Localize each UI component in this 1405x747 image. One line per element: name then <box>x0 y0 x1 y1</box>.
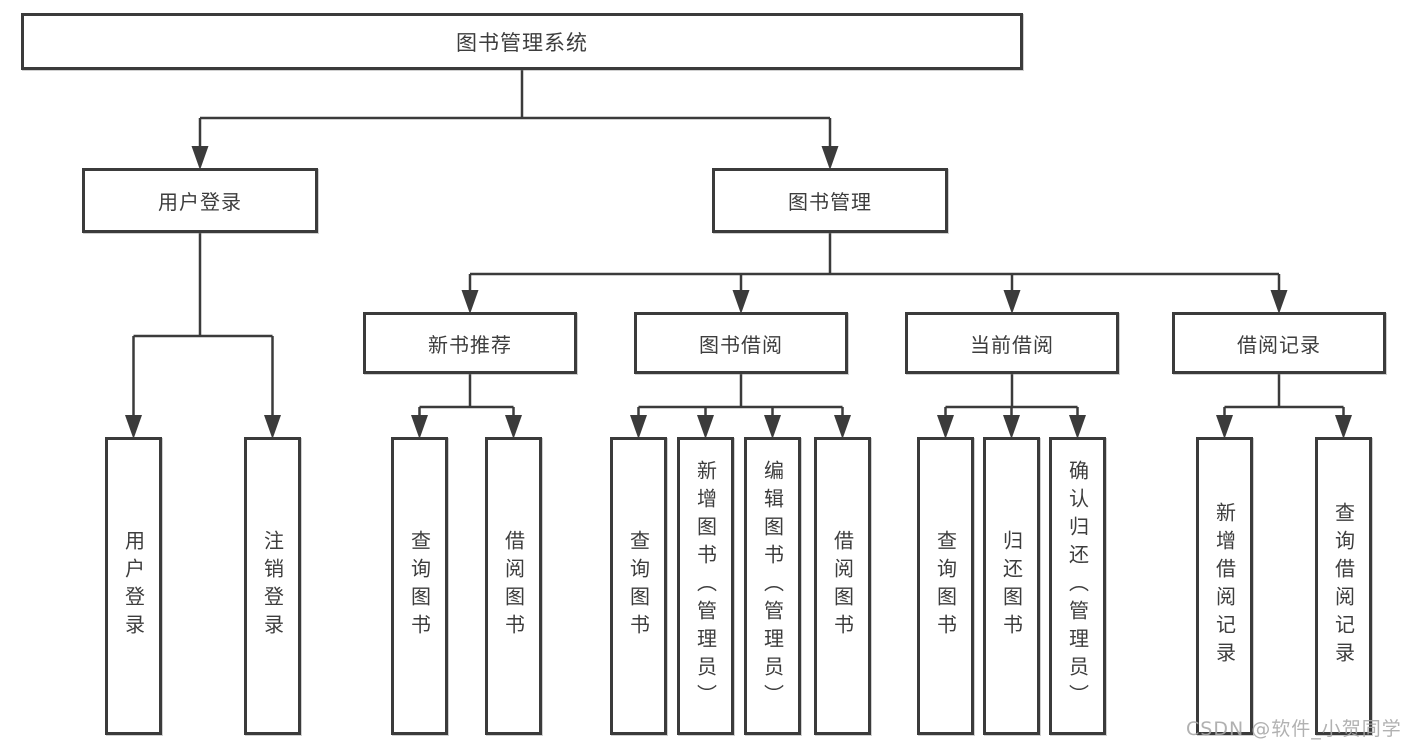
leaf-br-query-record: 查询借阅记录 <box>1315 437 1372 735</box>
leaf-cb-confirm-return-admin: 确认归还（管理员） <box>1049 437 1106 735</box>
leaf-bb-borrow-books: 借阅图书 <box>814 437 871 735</box>
node-book-management-branch: 图书管理 <box>712 168 948 233</box>
leaf-cb-return-books: 归还图书 <box>983 437 1040 735</box>
node-current-borrowing: 当前借阅 <box>905 312 1119 374</box>
leaf-nbr-query-books: 查询图书 <box>391 437 448 735</box>
leaf-user-login: 用户登录 <box>105 437 162 735</box>
leaf-logout: 注销登录 <box>244 437 301 735</box>
watermark: CSDN @软件_小贺同学 <box>1186 718 1402 740</box>
leaf-nbr-borrow-books: 借阅图书 <box>485 437 542 735</box>
leaf-bb-edit-book-admin: 编辑图书（管理员） <box>744 437 801 735</box>
node-borrowing-records: 借阅记录 <box>1172 312 1386 374</box>
node-new-book-recommend: 新书推荐 <box>363 312 577 374</box>
node-book-borrowing: 图书借阅 <box>634 312 848 374</box>
leaf-bb-query-books: 查询图书 <box>610 437 667 735</box>
leaf-br-add-record: 新增借阅记录 <box>1196 437 1253 735</box>
node-user-login-branch: 用户登录 <box>82 168 318 233</box>
node-root: 图书管理系统 <box>21 13 1023 70</box>
leaf-cb-query-books: 查询图书 <box>917 437 974 735</box>
leaf-bb-add-book-admin: 新增图书（管理员） <box>677 437 734 735</box>
